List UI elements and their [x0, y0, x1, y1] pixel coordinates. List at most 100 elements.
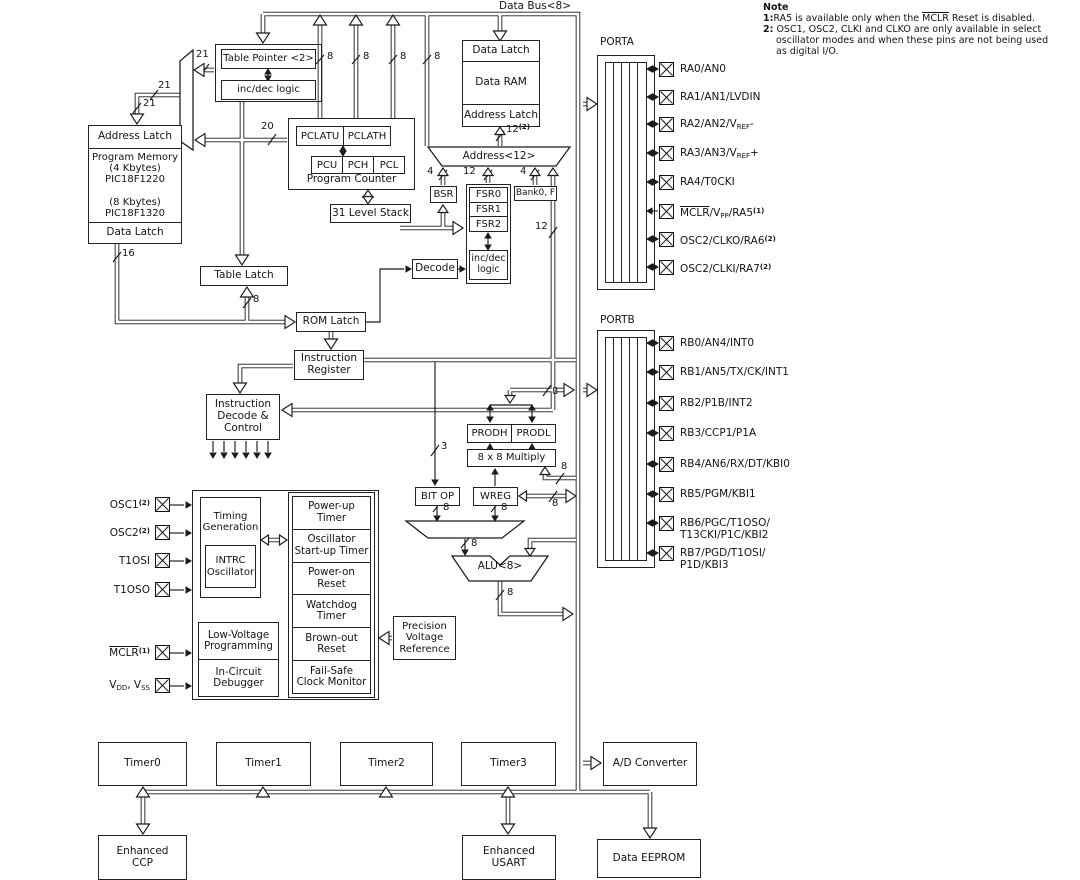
osc-startup-cell: Oscillator Start-up Timer	[293, 528, 370, 562]
bus-width-12: 12	[535, 221, 548, 232]
watchdog-cell: Watchdog Timer	[293, 594, 370, 627]
bitop-box: BIT OP	[415, 487, 460, 506]
porta-pin-row: OSC2/CLKO/RA6(2)	[659, 232, 776, 247]
porta-pin-row: RA0/AN0	[659, 62, 726, 77]
prodl-cell: PRODL	[511, 425, 555, 442]
ram-data-latch: Data Latch	[472, 44, 530, 57]
pin-crossbox-icon	[155, 497, 170, 512]
bus-width-21: 21	[143, 98, 156, 109]
pin-crossbox-icon	[659, 546, 674, 561]
failsafe-cell: Fail-Safe Clock Monitor	[293, 660, 370, 693]
bus-width-20: 20	[261, 121, 274, 132]
timer1-box: Timer1	[216, 742, 311, 786]
pin-label: RB2/P1B/INT2	[680, 397, 753, 409]
porta-inner	[605, 62, 647, 283]
left-pin-row: MCLR(1)	[84, 645, 170, 660]
bsr-box: BSR	[430, 186, 457, 203]
pm-program-memory: Program Memory (4 Kbytes) PIC18F1220 (8 …	[89, 148, 181, 222]
pin-label: RA0/AN0	[680, 63, 726, 75]
bus-width-8: 8	[552, 498, 559, 509]
portb-pin-row: RB0/AN4/INT0	[659, 336, 754, 351]
bus-width-16: 16	[122, 248, 135, 259]
portb-pin-row: RB4/AN6/RX/DT/KBI0	[659, 457, 790, 472]
pin-crossbox-icon	[659, 117, 674, 132]
program-memory-block: Address Latch Program Memory (4 Kbytes) …	[88, 125, 182, 244]
pin-crossbox-icon	[155, 645, 170, 660]
bus-width-4: 4	[520, 166, 527, 177]
pin-label: VDD, VSS	[109, 679, 150, 692]
eusart-box: Enhanced USART	[462, 835, 556, 880]
portb-pin-row: RB1/AN5/TX/CK/INT1	[659, 365, 789, 380]
data-bus-label: Data Bus<8>	[499, 0, 572, 12]
instruction-decode-box: Instruction Decode & Control	[206, 394, 280, 440]
eccp-box: Enhanced CCP	[98, 835, 187, 880]
pin-crossbox-icon	[659, 516, 674, 531]
ram-address-latch: Address Latch	[463, 104, 539, 126]
pin-crossbox-icon	[659, 146, 674, 161]
pcu-cell: PCU	[316, 159, 338, 171]
portb-outer	[597, 330, 655, 568]
operand-mux	[404, 520, 526, 539]
table-pointer-box: Table Pointer <2>	[221, 49, 316, 69]
pin-crossbox-icon	[155, 525, 170, 540]
intrc-box: INTRC Oscillator	[205, 545, 256, 588]
bus-width-8: 8	[507, 587, 514, 598]
multiply-box: 8 x 8 Multiply	[467, 449, 556, 467]
prodh-cell: PRODH	[471, 428, 508, 439]
pin-crossbox-icon	[659, 90, 674, 105]
pin-label: MCLR/VPP/RA5(1)	[680, 207, 765, 220]
portb-label: PORTB	[600, 314, 635, 326]
portb-pin-row: RB7/PGD/T1OSI/P1D/KBI3	[659, 546, 765, 571]
pin-label: RA1/AN1/LVDIN	[680, 91, 761, 103]
table-pointer-group	[215, 44, 322, 102]
fsr2-cell: FSR2	[470, 216, 507, 231]
instruction-register-box: Instruction Register	[294, 350, 364, 380]
reset-column: Power-up Timer Oscillator Start-up Timer…	[292, 496, 371, 694]
lvp-icd-block: Low-Voltage Programming In-Circuit Debug…	[198, 622, 279, 697]
pin-crossbox-icon	[659, 396, 674, 411]
wreg-box: WREG	[473, 487, 518, 506]
pin-label: OSC2/CLKI/RA7(2)	[680, 263, 772, 275]
fsr-group	[466, 184, 511, 284]
poweron-reset-cell: Power-on Reset	[293, 561, 370, 595]
pin-crossbox-icon	[659, 487, 674, 502]
icd-cell: In-Circuit Debugger	[199, 659, 278, 696]
reset-column-outer	[288, 492, 375, 698]
pin-label: RB5/PGM/KBI1	[680, 488, 756, 500]
stack-box: 31 Level Stack	[330, 204, 411, 223]
alu-label: ALU<8>	[477, 560, 523, 572]
pin-wires	[170, 68, 658, 687]
bus-width-21: 21	[196, 49, 209, 60]
timer0-box: Timer0	[98, 742, 187, 786]
pin-label: OSC1(2)	[109, 498, 150, 511]
program-counter-label: Program Counter	[306, 173, 397, 185]
timer3-box: Timer3	[461, 742, 556, 786]
note: Note 1:RA5 is available only when the MC…	[763, 2, 1080, 57]
alu-shape	[450, 555, 550, 582]
pin-crossbox-icon	[155, 582, 170, 597]
eeprom-box: Data EEPROM	[597, 839, 701, 878]
fsr0-cell: FSR0	[475, 189, 502, 201]
pclatu-cell: PCLATU	[300, 130, 340, 142]
pm-address-latch: Address Latch	[98, 130, 172, 143]
note-line: as digital I/O.	[776, 46, 839, 57]
left-pin-row: T1OSI	[84, 553, 170, 568]
shape-layer	[179, 48, 572, 582]
prod-box: PRODH PRODL	[467, 424, 556, 443]
note-line: 1:RA5 is available only when the MCLR Re…	[763, 13, 1036, 24]
pin-crossbox-icon	[659, 62, 674, 77]
program-counter-group	[288, 118, 415, 190]
porta-pin-row: MCLR/VPP/RA5(1)	[659, 204, 764, 222]
left-pin-row: OSC2(2)	[84, 525, 170, 540]
pin-label: RB1/AN5/TX/CK/INT1	[680, 366, 789, 378]
pin-crossbox-icon	[155, 553, 170, 568]
portb-pin-row: RB3/CCP1/P1A	[659, 426, 756, 441]
porta-pin-row: RA4/T0CKI	[659, 175, 735, 190]
bus-wires	[115, 12, 652, 830]
pin-label: OSC2(2)	[109, 526, 150, 539]
porta-pin-row: RA3/AN3/VREF+	[659, 146, 759, 162]
brownout-cell: Brown-out Reset	[293, 627, 370, 660]
left-pin-row: OSC1(2)	[84, 497, 170, 512]
